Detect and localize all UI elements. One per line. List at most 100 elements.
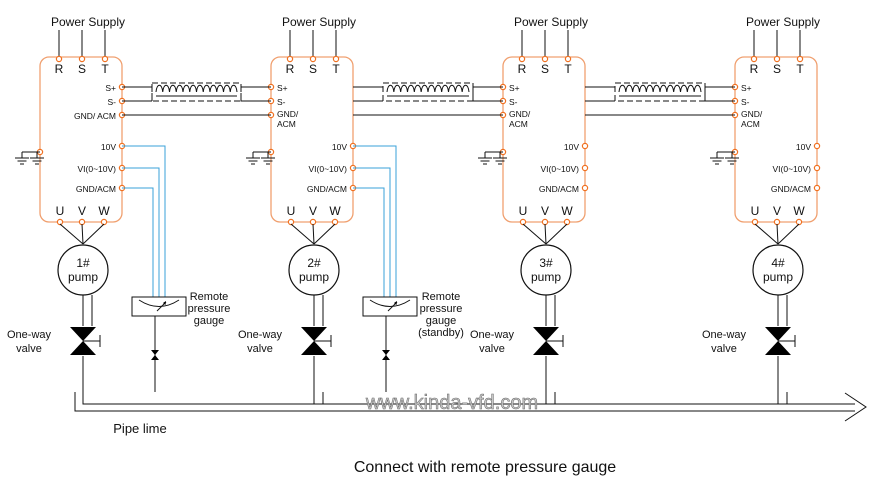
valve-triangle bbox=[382, 355, 390, 360]
output-label: W bbox=[793, 204, 805, 218]
rs485-link bbox=[353, 82, 503, 116]
terminal-label-gnd-acm: GND/ACM bbox=[509, 109, 531, 129]
gauge-label: Remote bbox=[190, 291, 229, 303]
one-way-valve-symbol bbox=[70, 327, 101, 355]
phase-label: S bbox=[773, 62, 781, 76]
output-label: U bbox=[751, 204, 760, 218]
terminal-label-s-minus: S- bbox=[277, 97, 286, 107]
valve-label: valve bbox=[479, 343, 505, 355]
ground-symbol bbox=[246, 157, 260, 165]
valve-label: One-way bbox=[702, 329, 747, 341]
terminal-dot bbox=[286, 55, 294, 63]
output-label: W bbox=[561, 204, 573, 218]
gauge-label: (standby) bbox=[418, 327, 464, 339]
valve-triangle bbox=[301, 327, 327, 341]
terminal-label-analog: GND/ACM bbox=[307, 184, 347, 194]
terminal-dot bbox=[750, 55, 758, 63]
wire bbox=[353, 86, 384, 92]
terminal-dot bbox=[795, 218, 803, 226]
signal-wire-gnd bbox=[122, 187, 154, 297]
figure-caption: Connect with remote pressure gauge bbox=[354, 459, 616, 476]
rs485-link bbox=[122, 82, 271, 116]
signal-wire-vi bbox=[122, 167, 160, 297]
output-label: V bbox=[773, 204, 781, 218]
gauge-label: gauge bbox=[194, 315, 225, 327]
terminal-dot bbox=[773, 218, 781, 226]
signal-wire-vi bbox=[353, 167, 391, 297]
terminal-dot bbox=[101, 55, 109, 63]
gauge-dial bbox=[138, 299, 180, 307]
gauge-valve-symbol bbox=[151, 350, 159, 360]
gauge-dial bbox=[369, 299, 411, 307]
valve-label: One-way bbox=[238, 329, 283, 341]
terminal-label-s-plus: S+ bbox=[105, 83, 116, 93]
signal-wire-10v bbox=[353, 145, 397, 297]
shielded-twisted-pair bbox=[614, 82, 706, 102]
ground-symbol bbox=[493, 157, 507, 165]
terminal-dot bbox=[773, 55, 781, 63]
terminal-dot bbox=[796, 55, 804, 63]
phase-label: R bbox=[518, 62, 527, 76]
terminal-label-s-plus: S+ bbox=[741, 83, 752, 93]
output-label: U bbox=[56, 204, 65, 218]
output-label: U bbox=[519, 204, 528, 218]
shielded-twisted-pair bbox=[151, 82, 242, 102]
motor-lead bbox=[522, 223, 547, 245]
valve-triangle bbox=[70, 327, 96, 341]
main-pipe: Pipe lime bbox=[74, 392, 867, 436]
terminal-label-analog: 10V bbox=[564, 142, 579, 152]
wire bbox=[585, 86, 616, 92]
phase-label: T bbox=[101, 62, 109, 76]
output-label: V bbox=[78, 204, 86, 218]
pressure-gauge-icon bbox=[362, 296, 418, 317]
drive-box bbox=[734, 56, 818, 223]
wire bbox=[472, 86, 503, 92]
output-label: U bbox=[287, 204, 296, 218]
ground-symbol bbox=[710, 157, 724, 165]
valve-triangle bbox=[70, 341, 96, 355]
motor-lead bbox=[545, 223, 568, 245]
terminal-label-gnd-acm: GND/ ACM bbox=[74, 111, 116, 121]
terminal-dot bbox=[563, 218, 571, 226]
terminal-dot bbox=[751, 218, 759, 226]
power-supply-label: Power Supply bbox=[51, 15, 125, 29]
motor-lead bbox=[81, 223, 84, 245]
terminal-dot bbox=[309, 55, 317, 63]
valve-triangle bbox=[533, 341, 559, 355]
label-line: GND/ bbox=[741, 109, 763, 119]
terminal-dot bbox=[813, 142, 821, 150]
valve-triangle bbox=[765, 327, 791, 341]
pump-number: 3# bbox=[539, 256, 553, 270]
terminal-dot bbox=[331, 218, 339, 226]
terminal-label-analog: 10V bbox=[101, 142, 116, 152]
valve-label: valve bbox=[247, 343, 273, 355]
ground-symbol bbox=[30, 157, 44, 165]
gauge-needle-tip bbox=[394, 301, 397, 305]
wire bbox=[472, 96, 503, 102]
signal-wire-10v bbox=[122, 145, 166, 297]
terminal-dot bbox=[564, 55, 572, 63]
power-supply-label: Power Supply bbox=[282, 15, 356, 29]
terminal-label-s-minus: S- bbox=[108, 97, 117, 107]
motor-lead bbox=[544, 223, 547, 245]
terminal-dot bbox=[287, 218, 295, 226]
ground-symbol bbox=[261, 157, 275, 165]
terminal-label-analog: VI(0~10V) bbox=[772, 164, 811, 174]
output-label: V bbox=[309, 204, 317, 218]
one-way-valve-symbol bbox=[533, 327, 564, 355]
label-line: GND/ bbox=[509, 109, 531, 119]
terminal-dot bbox=[78, 218, 86, 226]
motor-lead bbox=[82, 223, 105, 245]
phase-label: T bbox=[564, 62, 572, 76]
wire bbox=[704, 96, 735, 102]
valve-triangle bbox=[382, 350, 390, 355]
phase-label: S bbox=[541, 62, 549, 76]
ground-symbol bbox=[478, 157, 492, 165]
motor-lead bbox=[754, 223, 779, 245]
label-line: ACM bbox=[509, 119, 528, 129]
